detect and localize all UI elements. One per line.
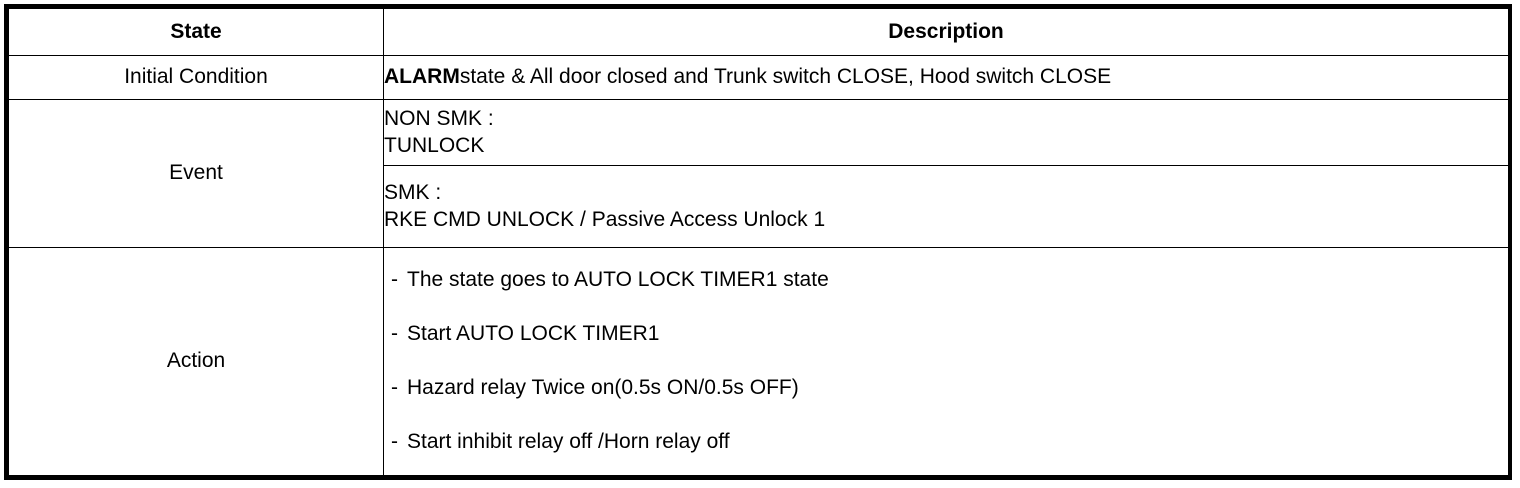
cell-initial-condition-description: ALARMstate & All door closed and Trunk s… (383, 55, 1509, 100)
action-item-list: -The state goes to AUTO LOCK TIMER1 stat… (384, 248, 1508, 475)
cell-event-non-smk: NON SMK : TUNLOCK (383, 99, 1509, 166)
action-item: -Hazard relay Twice on(0.5s ON/0.5s OFF) (391, 375, 1508, 402)
table-row-event-non-smk: Event NON SMK : TUNLOCK (8, 99, 1509, 248)
action-bullet-dash: - (391, 268, 398, 292)
state-description-table: State Description Initial Condition ALAR… (8, 8, 1509, 476)
row-label-action: Action (8, 247, 384, 476)
state-description-table-container: State Description Initial Condition ALAR… (4, 4, 1512, 480)
initial-condition-text: state & All door closed and Trunk switch… (459, 65, 1112, 89)
action-item: -Start AUTO LOCK TIMER1 (391, 321, 1508, 348)
action-item-text: Hazard relay Twice on(0.5s ON/0.5s OFF) (407, 375, 799, 399)
cell-event-smk: SMK : RKE CMD UNLOCK / Passive Access Un… (383, 165, 1509, 248)
action-bullet-dash: - (391, 375, 398, 399)
event-smk-value: RKE CMD UNLOCK / Passive Access Unlock 1 (384, 207, 826, 231)
table-row-event-smk: SMK : RKE CMD UNLOCK / Passive Access Un… (9, 165, 1509, 248)
table-header-row: State Description (8, 8, 1509, 56)
event-non-smk-value: TUNLOCK (384, 133, 485, 157)
action-item-text: Start AUTO LOCK TIMER1 (407, 322, 660, 346)
column-header-description: Description (383, 8, 1509, 56)
alarm-state-keyword: ALARM (384, 65, 460, 89)
action-item: -Start inhibit relay off /Horn relay off (391, 429, 1508, 456)
column-header-state: State (8, 8, 384, 56)
table-row-action: Action -The state goes to AUTO LOCK TIME… (8, 247, 1509, 476)
row-label-event: Event (8, 99, 384, 248)
action-bullet-dash: - (391, 429, 398, 453)
action-item: -The state goes to AUTO LOCK TIMER1 stat… (391, 267, 1508, 294)
event-non-smk-title: NON SMK : (384, 106, 494, 130)
table-row-initial-condition: Initial Condition ALARMstate & All door … (8, 55, 1509, 100)
row-label-initial-condition: Initial Condition (8, 55, 384, 100)
action-item-text: Start inhibit relay off /Horn relay off (407, 429, 730, 453)
action-bullet-dash: - (391, 322, 398, 346)
event-smk-title: SMK : (384, 180, 442, 204)
action-item-text: The state goes to AUTO LOCK TIMER1 state (407, 268, 829, 292)
cell-action-description: -The state goes to AUTO LOCK TIMER1 stat… (383, 247, 1509, 476)
